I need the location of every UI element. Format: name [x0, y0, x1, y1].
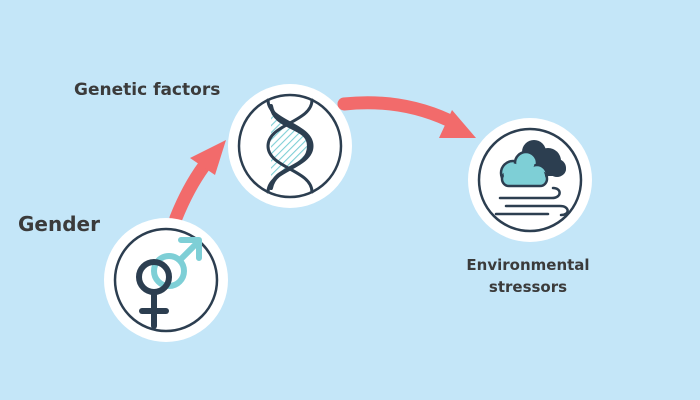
dna-icon	[266, 98, 314, 194]
arrow-genetic-to-environment	[337, 96, 476, 138]
gender-node	[104, 218, 228, 342]
environmental-stressors-label-line-2: stressors	[488, 278, 568, 296]
genetic-node	[228, 84, 352, 208]
environmental-stressors-label-line-1: Environmental	[466, 256, 590, 274]
environment-node	[468, 118, 592, 242]
gender-label: Gender	[18, 212, 100, 236]
environmental-stressors-label: Environmental stressors	[440, 254, 616, 298]
cloud-wind-icon	[494, 140, 569, 217]
genetic-factors-label: Genetic factors	[74, 80, 221, 100]
arrow-gender-to-genetic	[169, 140, 226, 225]
gender-symbol-icon	[136, 237, 202, 329]
